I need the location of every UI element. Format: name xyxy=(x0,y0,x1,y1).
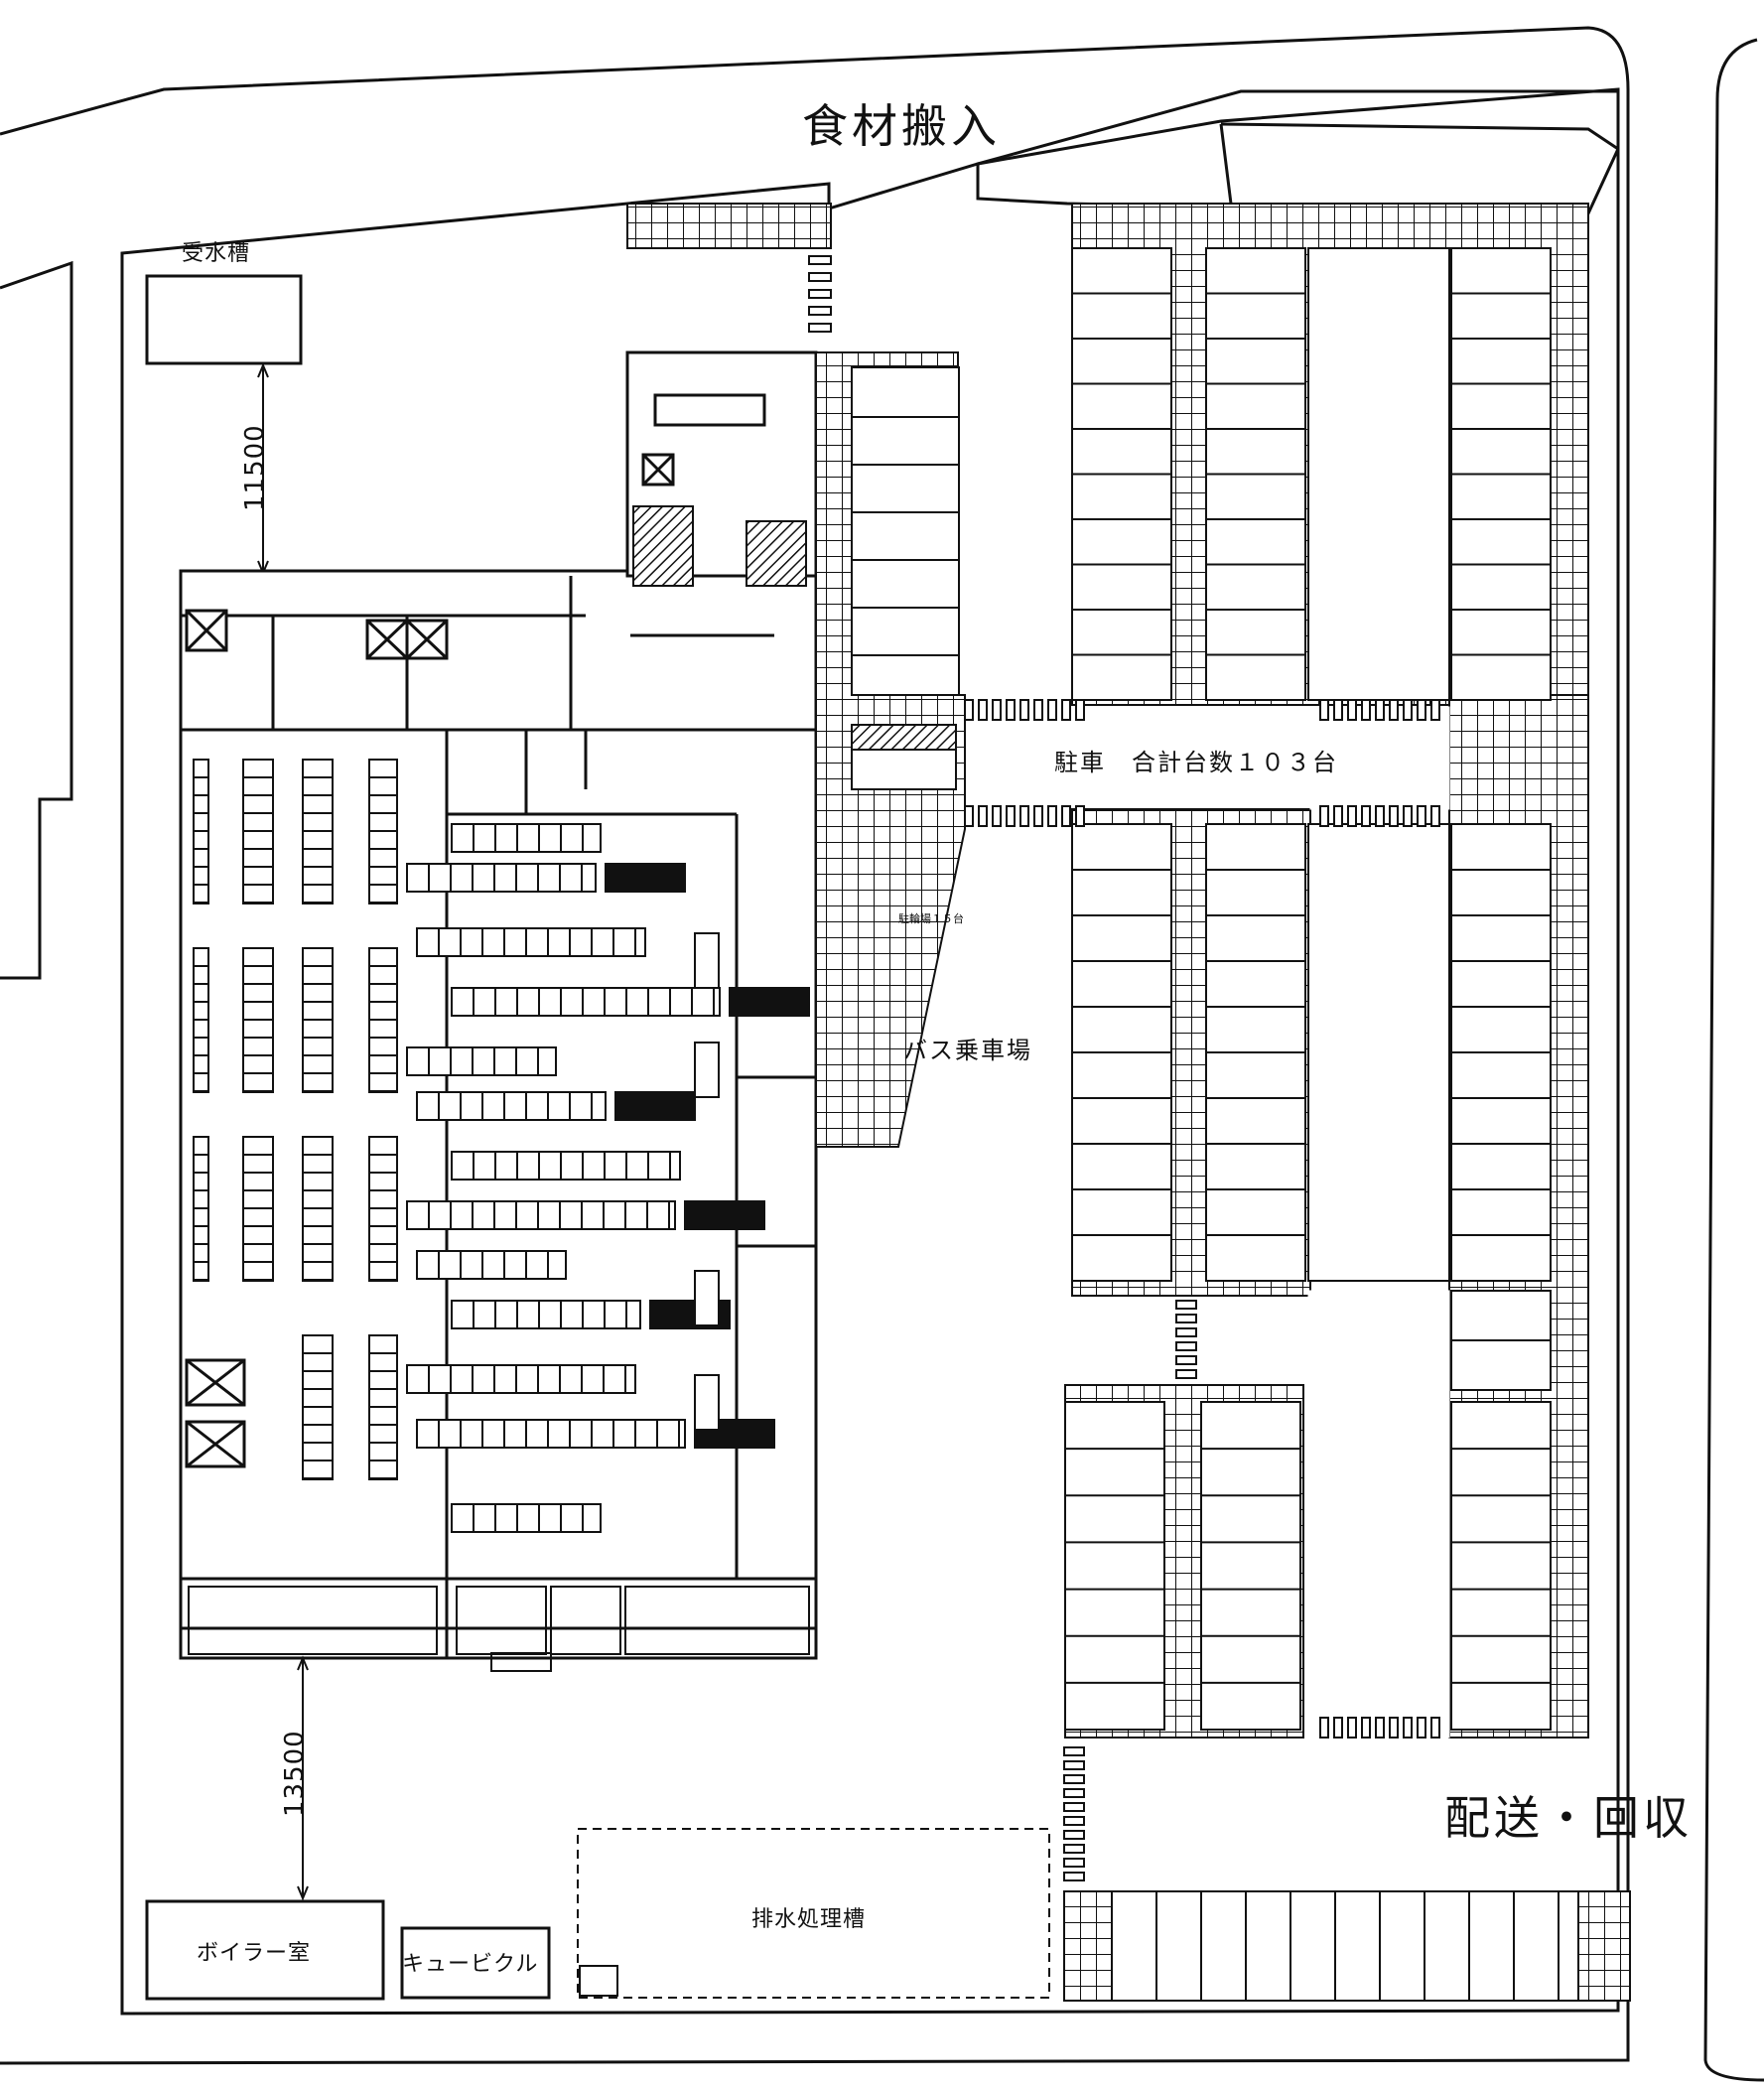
dimension-label-bottom: 13500 xyxy=(280,1730,310,1817)
cubicle xyxy=(400,1926,551,2000)
kitchen-equipment xyxy=(406,823,810,1533)
paved-grid xyxy=(626,203,832,249)
boiler-room-label: ボイラー室 xyxy=(197,1941,312,1966)
drainage-tank xyxy=(577,1828,1050,1999)
stair xyxy=(632,505,694,587)
food-delivery-label: 食材搬入 xyxy=(802,99,1001,153)
stair xyxy=(746,520,807,587)
boiler-room xyxy=(145,1899,385,2001)
water-tank-label: 受水槽 xyxy=(182,241,251,266)
entrance-ramp xyxy=(976,89,1620,215)
storage-racks xyxy=(193,759,398,1480)
water-tank xyxy=(145,274,303,365)
distribution-label: 配送・回収 xyxy=(1444,1791,1693,1845)
crosswalk-top xyxy=(808,255,832,333)
bus-stop-label: バス乗車場 xyxy=(903,1037,1032,1064)
site-boundary xyxy=(0,26,1764,2082)
dimension-label-top: 11500 xyxy=(240,424,270,511)
elevators xyxy=(185,453,675,1468)
parking-label: 駐車 合計台数１０３台 xyxy=(1054,749,1338,776)
bicycle-parking-label: 駐輪場１５台 xyxy=(898,912,964,925)
bottom-rooms xyxy=(188,1586,810,1672)
drainage-tank-label: 排水処理槽 xyxy=(751,1907,867,1932)
parking-lot xyxy=(964,203,1589,1881)
cubicle-label: キュービクル xyxy=(402,1952,539,1977)
